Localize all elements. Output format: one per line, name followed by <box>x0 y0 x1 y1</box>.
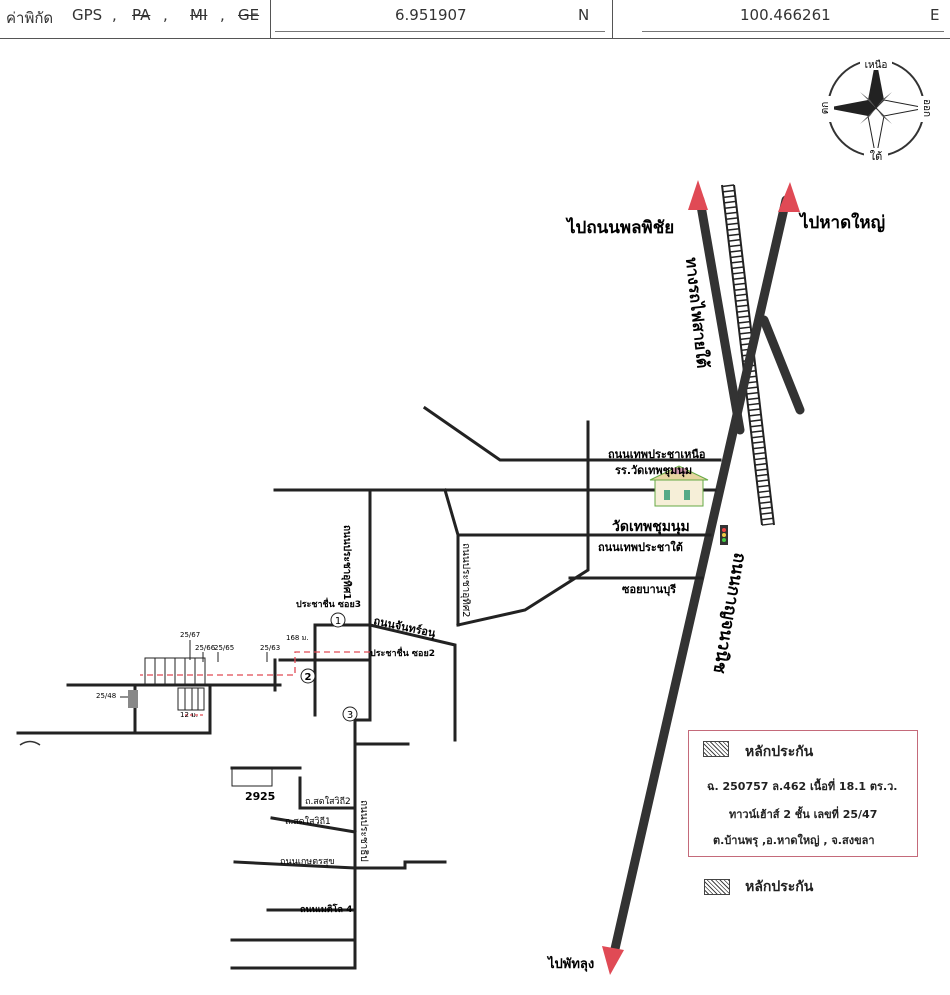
theppracha-tai-label: ถนนเทพประชาใต้ <box>598 540 683 554</box>
coordinate-header: ค่าพิกัด GPS , PA , MI , GE 6.951907 N 1… <box>0 0 950 39</box>
coord-label: ค่าพิกัด <box>6 9 54 27</box>
house-25: 25 <box>260 790 275 803</box>
legend-title: หลักประกัน <box>745 744 814 760</box>
compass-south: ใต้ <box>870 150 883 163</box>
svg-text:2: 2 <box>305 672 312 683</box>
separator: , <box>112 6 117 24</box>
to-phatthalung-label: ไปพัทลุง <box>546 955 594 972</box>
soi-4-label: ถนนเมติโล 4 <box>300 903 352 915</box>
soi-banburi-label: ซอยบานบุรี <box>622 583 676 597</box>
header-cell-latitude: 6.951907 N <box>270 0 613 38</box>
highway-kanchanawanit <box>607 195 805 967</box>
mi-label: MI <box>190 6 208 24</box>
marker-1: 1 <box>330 612 346 628</box>
compass-east: ออก <box>921 99 932 117</box>
separator: , <box>163 6 168 24</box>
to-phonphichai-label: ไปถนนพลพิชัย <box>565 217 674 238</box>
house-25-65: 25/65 <box>214 644 234 652</box>
prachachuen-soi2-label: ประชาชื่น ซอย2 <box>370 646 435 659</box>
header-cell-gps: ค่าพิกัด GPS , PA , MI , GE <box>0 0 271 38</box>
kasetsuk-label: ถนนเกษตรสุข <box>280 857 335 867</box>
longitude-direction: E <box>930 6 940 24</box>
sothiwat-2-label: ถ.สดใสวิถี2 <box>305 796 351 807</box>
legend-line-1: ฉ. 250757 ล.462 เนื้อที่ 18.1 ตร.ว. <box>707 780 898 793</box>
latitude-direction: N <box>578 6 590 24</box>
prachachuen-soi3-label: ประชาชื่น ซอย3 <box>296 597 361 610</box>
pa-label: PA <box>132 6 151 24</box>
compass-west: ตก <box>820 102 831 115</box>
arrow-to-phonphichai-icon <box>688 180 708 210</box>
route-path <box>140 651 370 676</box>
pointer-arrows <box>120 640 268 698</box>
chanroj-label: ถนนจันทร์อนุ <box>372 614 437 641</box>
pracha-uthit-1-label: ถนนประชาอุทิศ1 <box>341 525 353 600</box>
distance-168: 168 ม. <box>286 634 308 642</box>
townhouse-block <box>144 657 273 787</box>
local-roads <box>16 405 722 970</box>
separator: , <box>220 6 225 24</box>
to-hatyai-label: ไปหาดใหญ่ <box>798 212 885 233</box>
legend-line-2: ทาวน์เฮ้าส์ 2 ชั้น เลขที่ 25/47 <box>729 808 878 821</box>
pracha-thip-label: ถนนประชาธิป <box>358 800 369 862</box>
collateral-marker <box>128 690 138 708</box>
marker-3: 3 <box>342 706 358 722</box>
svg-text:3: 3 <box>347 710 353 721</box>
arrow-to-hatyai-icon <box>778 182 800 212</box>
svg-text:1: 1 <box>335 616 341 627</box>
kanchanawanit-label: ถนนกาญจนวนิช <box>709 551 750 675</box>
legend-below-label: หลักประกัน <box>745 879 814 895</box>
theppracha-nuea-label: ถนนเทพประชาเหนือ <box>608 448 706 461</box>
latitude-value: 6.951907 <box>395 6 467 24</box>
temple-label: วัดเทพชุมนุม <box>612 519 690 535</box>
arrow-to-phatthalung-icon <box>602 946 624 975</box>
house-29: 29 <box>245 790 260 803</box>
house-25-67: 25/67 <box>180 631 200 639</box>
pracha-uthit-2-label: ถนนประชาอุทิศ2 <box>460 543 471 618</box>
collateral-legend-secondary: หลักประกัน <box>704 876 813 898</box>
collateral-legend: หลักประกัน ฉ. 250757 ล.462 เนื้อที่ 18.1… <box>688 730 918 857</box>
school-label: รร.วัดเทพชุมนุม <box>615 464 692 478</box>
marker-2: 2 <box>300 668 316 684</box>
compass-north: เหนือ <box>865 59 888 71</box>
hatch-swatch-icon <box>703 741 729 757</box>
gps-label: GPS <box>72 6 103 24</box>
house-25-66: 25/66 <box>195 644 216 652</box>
header-cell-longitude: 100.466261 E <box>612 0 950 38</box>
ge-label: GE <box>238 6 260 24</box>
traffic-light-icon <box>720 525 728 545</box>
sothiwat-1-label: ถ.สดใสวิถี1 <box>285 816 331 827</box>
railway-label: ทางรถไฟสายใต้ <box>682 256 713 369</box>
house-25-63: 25/63 <box>260 644 280 652</box>
compass-rose-icon <box>822 58 930 162</box>
temple-school-icon <box>649 465 709 507</box>
hatch-swatch-icon <box>704 878 730 895</box>
longitude-value: 100.466261 <box>740 6 831 24</box>
distance-12: 12 ม. <box>180 711 198 719</box>
legend-line-3: ต.บ้านพรุ ,อ.หาดใหญ่ , จ.สงขลา <box>713 834 875 847</box>
house-25-48: 25/48 <box>96 692 116 700</box>
